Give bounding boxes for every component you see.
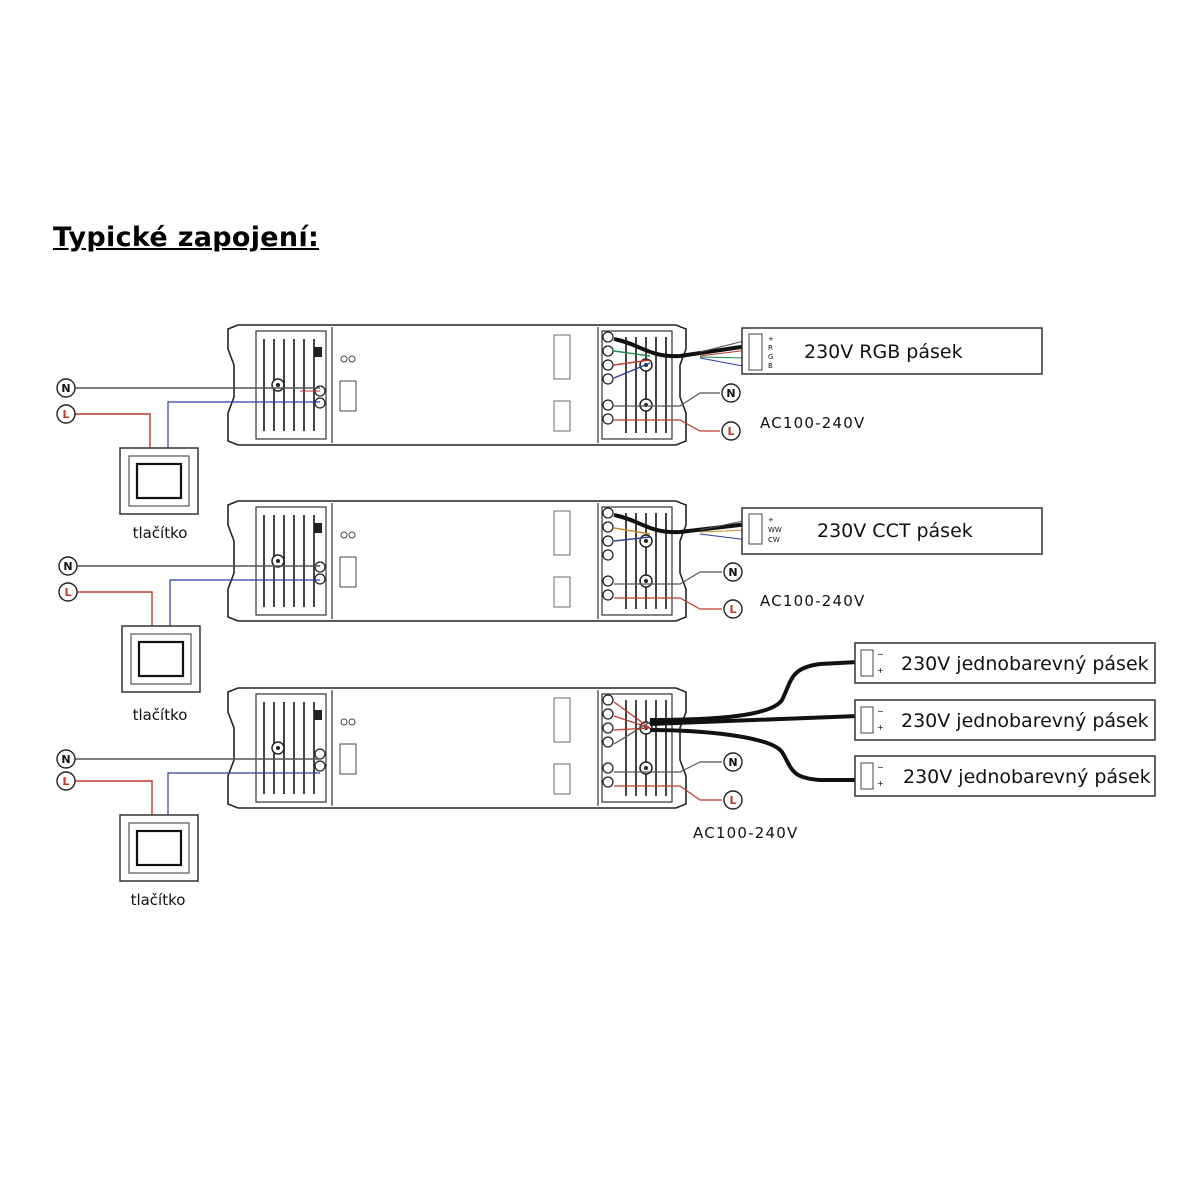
button-label: tlačítko — [131, 891, 186, 909]
diagram-rgb: N L tlačítko N L AC100-240V + — [56, 324, 1043, 542]
neutral-terminal: N — [723, 562, 743, 582]
svg-text:+: + — [877, 666, 884, 675]
live-terminal: L — [723, 790, 743, 810]
svg-text:N: N — [728, 566, 737, 579]
svg-text:L: L — [729, 603, 736, 616]
diagram-single-color: N L tlačítko N L AC100-240V − + 230 — [56, 642, 1156, 909]
strip-label: 230V jednobarevný pásek — [901, 653, 1149, 675]
supply-voltage-label: AC100-240V — [693, 824, 798, 842]
svg-text:L: L — [727, 425, 734, 438]
svg-text:N: N — [63, 560, 72, 573]
svg-text:N: N — [726, 387, 735, 400]
svg-text:L: L — [62, 775, 69, 788]
svg-text:B: B — [768, 362, 773, 370]
live-terminal: L — [721, 421, 741, 441]
strip-label: 230V jednobarevný pásek — [901, 710, 1149, 732]
svg-text:−: − — [877, 650, 884, 659]
page-title: Typické zapojení: — [53, 222, 320, 253]
svg-text:+: + — [768, 516, 774, 524]
svg-text:+: + — [877, 779, 884, 788]
live-terminal: L — [723, 599, 743, 619]
svg-text:+: + — [877, 723, 884, 732]
svg-text:CW: CW — [768, 536, 780, 544]
svg-text:+: + — [768, 335, 774, 343]
led-strip — [854, 642, 1156, 684]
neutral-terminal: N — [56, 378, 76, 398]
svg-text:−: − — [877, 763, 884, 772]
supply-voltage-label: AC100-240V — [760, 414, 865, 432]
strip-label: 230V RGB pásek — [804, 341, 963, 363]
supply-voltage-label: AC100-240V — [760, 592, 865, 610]
svg-text:N: N — [728, 756, 737, 769]
led-strip — [741, 507, 1043, 555]
live-terminal: L — [58, 582, 78, 602]
push-button-icon — [118, 446, 200, 516]
svg-text:N: N — [61, 753, 70, 766]
svg-text:L: L — [729, 794, 736, 807]
live-terminal: L — [56, 404, 76, 424]
svg-text:−: − — [877, 707, 884, 716]
led-strip — [854, 699, 1156, 741]
live-terminal: L — [56, 771, 76, 791]
strip-label: 230V jednobarevný pásek — [903, 766, 1151, 788]
svg-text:R: R — [768, 344, 773, 352]
push-button-icon — [120, 624, 202, 694]
neutral-terminal: N — [721, 383, 741, 403]
live-wire — [75, 413, 151, 448]
switch-wire — [167, 401, 320, 448]
svg-text:L: L — [62, 408, 69, 421]
neutral-terminal: N — [56, 749, 76, 769]
button-label: tlačítko — [133, 524, 188, 542]
neutral-terminal: N — [58, 556, 78, 576]
neutral-terminal: N — [723, 752, 743, 772]
diagram-cct: N L tlačítko N L AC100-240V + WW CW 230V… — [58, 500, 1043, 724]
push-button-icon — [118, 813, 200, 883]
svg-text:WW: WW — [768, 526, 782, 534]
svg-text:L: L — [64, 586, 71, 599]
svg-text:N: N — [61, 382, 70, 395]
led-strip — [854, 755, 1156, 797]
led-strip — [741, 327, 1043, 375]
strip-label: 230V CCT pásek — [817, 520, 973, 542]
button-label: tlačítko — [133, 706, 188, 724]
svg-text:G: G — [768, 353, 773, 361]
